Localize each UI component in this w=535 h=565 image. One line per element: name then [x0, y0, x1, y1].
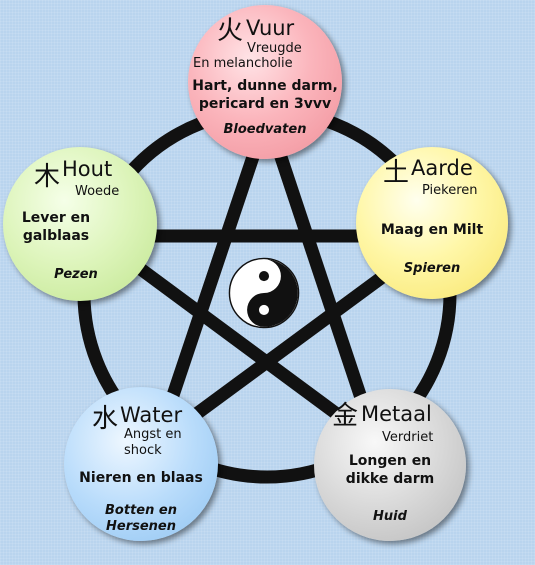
earth-tissue: Spieren [403, 261, 461, 276]
fire-emotion: Vreugde [247, 41, 302, 56]
water-tissue-line-2: Hersenen [106, 519, 176, 534]
element-fire: 火 Vuur Vreugde En melancholie Hart, dunn… [188, 5, 342, 159]
wood-emotion: Woede [75, 184, 120, 199]
element-wood: 木 Hout Woede Lever en galblaas Pezen [3, 147, 157, 301]
fire-name: Vuur [246, 16, 295, 40]
pentagram-star [76, 94, 458, 461]
water-organ: Nieren en blaas [79, 470, 203, 486]
water-emotion-2: shock [124, 443, 162, 458]
wood-organ-line-1: Lever en [21, 210, 91, 226]
metal-organ-line-2: dikke darm [345, 471, 435, 487]
fire-emotion-2: En melancholie [193, 56, 293, 71]
wood-organ-line-2: galblaas [22, 228, 90, 244]
water-emotion: Angst en [124, 427, 182, 442]
water-glyph: 水 [92, 404, 119, 434]
metal-name: Metaal [361, 402, 432, 426]
wood-name: Hout [62, 157, 113, 181]
wood-glyph: 木 [34, 162, 61, 192]
water-name: Water [120, 403, 183, 427]
metal-organ-line-1: Longen en [348, 453, 432, 469]
earth-organ: Maag en Milt [380, 222, 484, 238]
metal-glyph: 金 [332, 401, 359, 431]
earth-emotion: Piekeren [422, 183, 478, 198]
fire-tissue: Bloedvaten [223, 122, 307, 137]
earth-glyph: 土 [383, 158, 410, 188]
metal-tissue: Huid [373, 509, 407, 524]
element-metal: 金 Metaal Verdriet Longen en dikke darm H… [314, 389, 466, 541]
yin-yang-icon [228, 257, 300, 329]
wood-tissue: Pezen [54, 267, 98, 282]
fire-glyph: 火 [217, 16, 244, 46]
element-water: 水 Water Angst en shock Nieren en blaas B… [64, 387, 218, 541]
earth-name: Aarde [411, 156, 473, 180]
element-earth: 土 Aarde Piekeren Maag en Milt Spieren [356, 147, 508, 299]
metal-emotion: Verdriet [382, 430, 434, 445]
fire-organ-line-2: pericard en 3vvv [198, 96, 332, 112]
water-tissue-line-1: Botten en [105, 503, 177, 518]
fire-organ-line-1: Hart, dunne darm, [192, 78, 338, 94]
